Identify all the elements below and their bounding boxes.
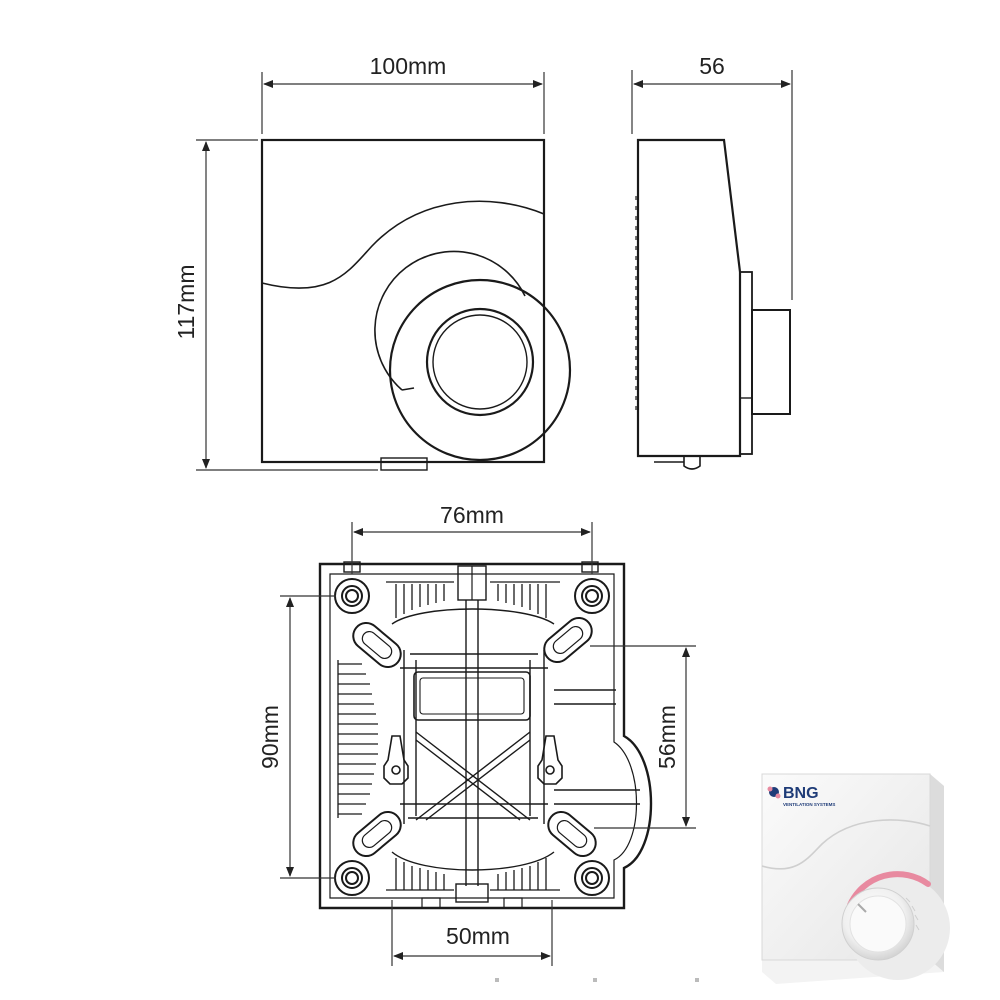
screw-hole-bottom-right — [574, 860, 610, 896]
mounting-slot-top-right — [543, 617, 593, 663]
mounting-slot-bottom-right — [547, 811, 597, 857]
back-view — [318, 561, 653, 910]
bottom-dots — [495, 978, 699, 982]
front-bottom-tab — [380, 457, 428, 471]
side-view — [635, 138, 791, 470]
side-housing-outline — [636, 138, 742, 458]
back-top-label: 76mm — [440, 502, 504, 528]
front-wave-line — [261, 200, 545, 289]
back-bottom-fins — [386, 858, 560, 891]
side-bottom-tab — [683, 456, 701, 470]
back-top-fins — [386, 581, 560, 618]
knob-scale-arc — [374, 250, 526, 391]
brand-name: BNG — [783, 785, 819, 802]
front-height-label: 117mm — [173, 265, 199, 340]
front-housing-outline — [260, 138, 546, 464]
back-housing-outline — [318, 562, 653, 910]
knob-outer-ring — [388, 278, 572, 462]
product-photo: BNG VENTILATION SYSTEMS — [761, 773, 950, 984]
bng-logo-icon — [767, 786, 781, 799]
front-height-dimension — [196, 139, 378, 471]
back-bottom-clip — [455, 883, 489, 903]
front-width-label: 100mm — [370, 53, 447, 79]
back-vertical-dimension — [280, 595, 336, 879]
back-slot-dimension — [590, 645, 696, 829]
side-knob-ring — [739, 271, 753, 455]
screw-hole-bottom-left — [334, 860, 370, 896]
back-ribs — [391, 600, 640, 886]
mounting-slot-top-left — [352, 622, 402, 668]
side-depth-dimension — [631, 70, 793, 300]
screw-hole-top-left — [334, 578, 370, 614]
back-bottom-label: 50mm — [446, 923, 510, 949]
mounting-slot-bottom-left — [352, 811, 402, 857]
screw-hole-top-right — [574, 578, 610, 614]
back-bottom-dimension — [391, 900, 553, 966]
knob-scale-end — [401, 387, 415, 391]
knob-grip-ridges — [905, 897, 920, 931]
side-knob-cap — [751, 309, 791, 415]
keyhole-hook-left — [383, 735, 409, 785]
front-width-dimension — [261, 72, 545, 134]
knob-cap-outer — [425, 307, 535, 417]
back-left-fins — [337, 660, 378, 818]
back-inner-outline — [329, 573, 637, 899]
back-label-recess — [413, 671, 531, 721]
brand-tagline: VENTILATION SYSTEMS — [783, 802, 835, 807]
side-depth-label: 56 — [699, 53, 725, 79]
front-view — [260, 138, 572, 471]
back-top-dimension — [351, 522, 593, 574]
back-slot-label: 56mm — [654, 705, 680, 769]
knob-cap-inner — [432, 314, 528, 410]
back-vertical-label: 90mm — [257, 705, 283, 769]
keyhole-hook-right — [537, 735, 563, 785]
